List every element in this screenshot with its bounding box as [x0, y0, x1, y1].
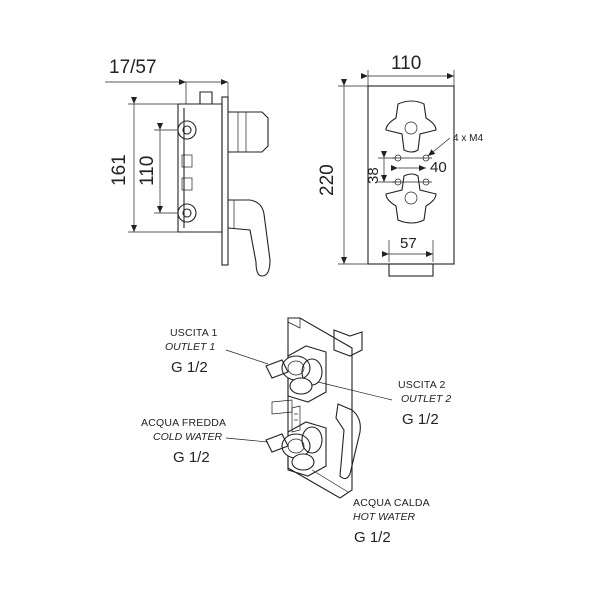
dim-bottom-width: 57 — [400, 235, 417, 252]
leader-outlet1 — [225, 349, 269, 365]
outlet2-thread: G 1/2 — [402, 411, 439, 428]
outlet1-thread: G 1/2 — [171, 359, 208, 376]
cold-thread: G 1/2 — [173, 449, 210, 466]
dim-hole-spacing-horizontal: 40 — [430, 159, 447, 176]
outlet2-label-it: USCITA 2 — [398, 379, 446, 391]
outlet2-label-en: OUTLET 2 — [401, 393, 452, 405]
isometric-view — [225, 317, 393, 499]
hot-thread: G 1/2 — [354, 529, 391, 546]
dim-side-depth: 17/57 — [109, 57, 157, 78]
dim-side-height-inner: 110 — [137, 155, 158, 186]
front-view — [338, 70, 455, 277]
outlet1-label-en: OUTLET 1 — [165, 341, 216, 353]
dim-front-width: 110 — [391, 53, 422, 74]
dim-front-height: 220 — [317, 164, 338, 196]
hot-label-en: HOT WATER — [353, 511, 416, 523]
dim-side-height-total: 161 — [109, 154, 130, 186]
outlet1-label-it: USCITA 1 — [170, 327, 218, 339]
leader-cold — [225, 437, 269, 443]
side-view — [105, 79, 271, 277]
cold-label-it: ACQUA FREDDA — [141, 417, 227, 429]
note-screws: 4 x M4 — [453, 133, 484, 144]
dim-hole-spacing-vertical: 38 — [365, 167, 382, 184]
leader-hot — [311, 469, 349, 493]
leader-outlet2 — [317, 381, 393, 401]
hot-label-it: ACQUA CALDA — [353, 497, 430, 509]
cold-label-en: COLD WATER — [153, 431, 223, 443]
